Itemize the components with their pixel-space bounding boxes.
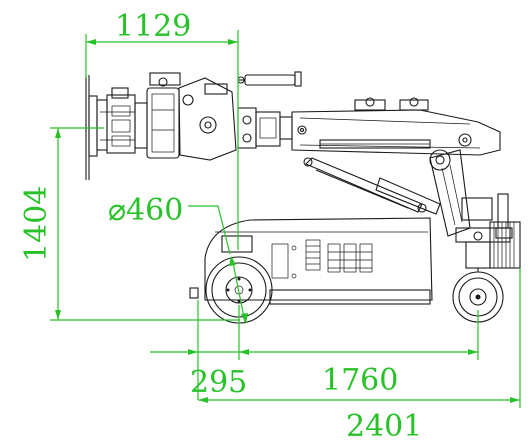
label-overall-length: 2401: [346, 409, 422, 441]
label-height: 1404: [19, 186, 54, 262]
label-top-width: 1129: [115, 9, 191, 44]
label-wheel-diameter: ⌀460: [108, 193, 183, 228]
upper-cylinder: [237, 71, 302, 87]
lift-cylinder: [303, 157, 441, 215]
main-boom: [291, 97, 501, 171]
label-wheelbase: 1760: [322, 363, 398, 398]
dimension-lines: [50, 30, 521, 408]
rotator-joint: [178, 77, 293, 161]
vacuum-head: [85, 72, 181, 180]
chassis: [204, 217, 433, 305]
dim-overall-length: [198, 268, 521, 408]
front-wheel: [189, 256, 273, 324]
dim-height: [50, 127, 240, 321]
dim-wheel-leader: [188, 205, 248, 324]
dim-wheelbase: [150, 300, 479, 400]
counterweight: [489, 221, 521, 269]
dim-top-width: [85, 30, 239, 250]
label-rear-offset: 295: [190, 365, 247, 400]
